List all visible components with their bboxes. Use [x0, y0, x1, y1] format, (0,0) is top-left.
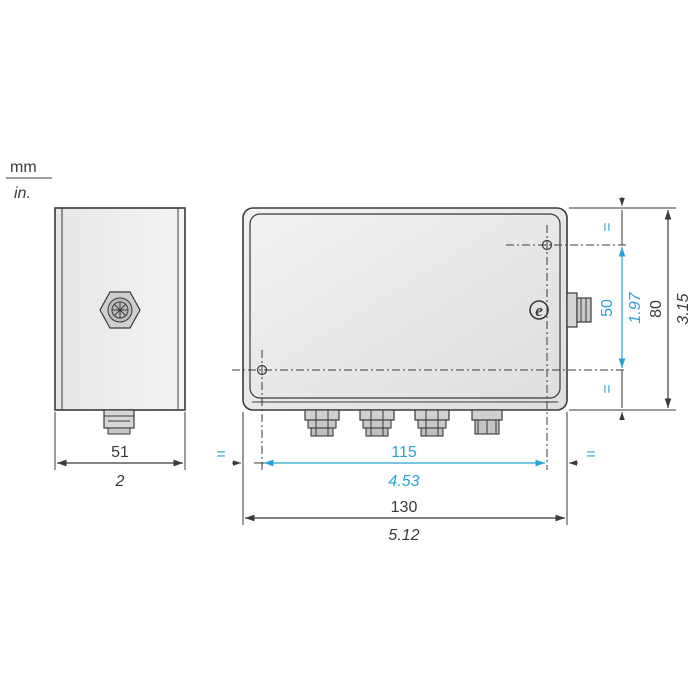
unit-mm: mm	[10, 159, 37, 176]
side-width-in: 2	[115, 473, 125, 490]
equal-top: =	[599, 222, 616, 231]
hole-vspacing-in: 1.97	[627, 291, 644, 323]
side-view: 51 2	[54, 207, 186, 490]
overall-height-in: 3.15	[675, 293, 692, 324]
equal-bottom: =	[599, 384, 616, 393]
cable-gland-2-icon	[359, 409, 395, 437]
overall-height-mm: 80	[648, 300, 665, 318]
right-connector-icon	[566, 292, 592, 328]
cable-gland-1-icon	[304, 409, 340, 437]
units-legend: mm in.	[6, 159, 52, 202]
front-view-lid	[249, 213, 561, 399]
vertical-dimensions: 50 1.97 = = 80 3.15	[569, 197, 692, 420]
side-cable-gland-icon	[99, 291, 141, 329]
horizontal-dimensions: 115 4.53 = = 130 5.12	[216, 412, 596, 544]
bottom-connector-icon	[471, 409, 503, 435]
unit-in: in.	[14, 185, 31, 202]
front-view: e	[232, 207, 626, 470]
equal-left: =	[216, 446, 225, 463]
side-width-mm: 51	[111, 444, 129, 461]
cable-gland-3-icon	[414, 409, 450, 437]
hole-spacing-mm: 115	[391, 444, 417, 461]
overall-width-in: 5.12	[388, 527, 419, 544]
front-view-body	[242, 207, 568, 411]
equal-right: =	[586, 446, 595, 463]
overall-width-mm: 130	[391, 499, 418, 516]
hole-vspacing-mm: 50	[599, 299, 616, 317]
logo-icon	[529, 300, 549, 320]
hole-spacing-in: 4.53	[388, 473, 419, 490]
logo-letter: e	[535, 301, 543, 320]
side-connector-icon	[103, 409, 135, 435]
